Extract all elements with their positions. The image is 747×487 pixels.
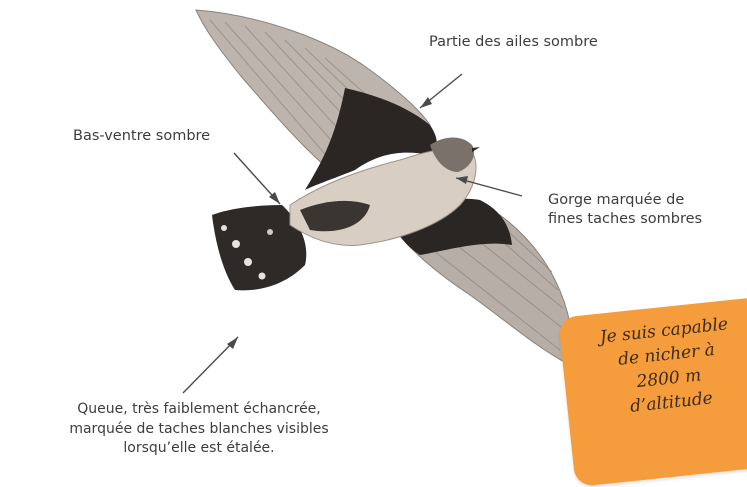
- sticky-note-text: Je suis capable de nicher à 2800 m d’alt…: [573, 310, 747, 424]
- label-dark-lower-belly: Bas-ventre sombre: [73, 127, 210, 146]
- label-throat-line: fines taches sombres: [548, 210, 702, 229]
- label-dark-wing-part: Partie des ailes sombre: [429, 33, 598, 52]
- arrowhead-wings: [420, 97, 432, 108]
- sticky-note: Je suis capable de nicher à 2800 m d’alt…: [558, 297, 747, 487]
- label-tail-line: lorsqu’elle est étalée.: [0, 439, 398, 459]
- label-throat-line: Gorge marquée de: [548, 191, 702, 210]
- label-tail: Queue, très faiblement échancrée, marqué…: [0, 400, 398, 459]
- label-tail-line: marquée de taches blanches visibles: [0, 420, 398, 440]
- label-throat: Gorge marquée de fines taches sombres: [548, 191, 702, 229]
- label-tail-line: Queue, très faiblement échancrée,: [0, 400, 398, 420]
- diagram-canvas: Partie des ailes sombre Bas-ventre sombr…: [0, 0, 747, 471]
